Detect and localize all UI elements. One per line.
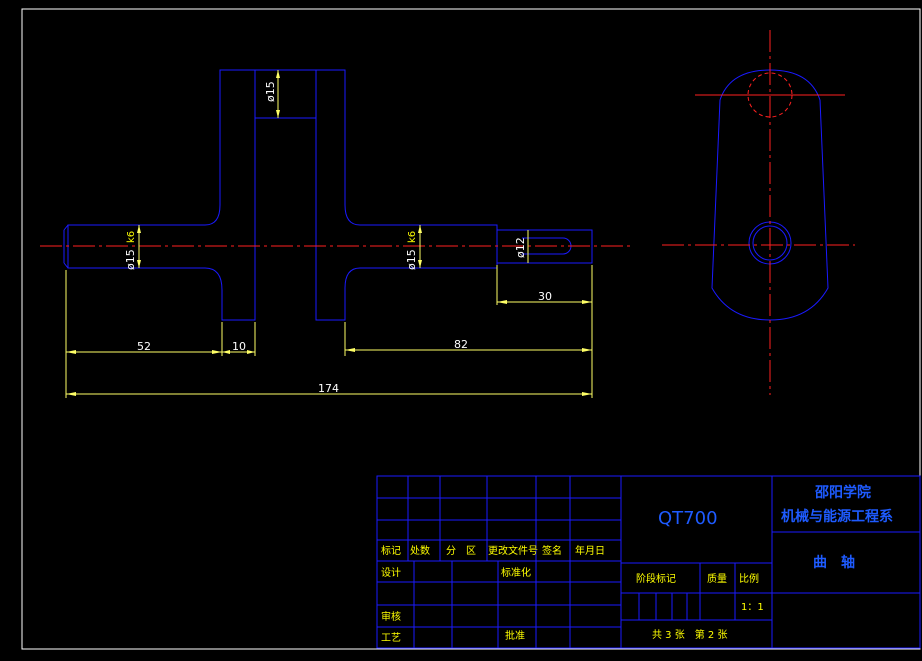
- sheet-count: 共 3 张 第 2 张: [652, 628, 727, 641]
- row-label-3: 更改文件号: [488, 544, 538, 557]
- part-name: 曲 轴: [813, 554, 855, 571]
- school-name: 邵阳学院: [814, 484, 871, 501]
- weight-label: 质量: [707, 573, 727, 585]
- left-chamfer-bottom: [63, 262, 69, 269]
- standardize-label: 标准化: [501, 566, 531, 579]
- dim-dia-left: ø15: [124, 249, 137, 270]
- crank-arm-outline: [711, 69, 829, 321]
- crankshaft-outline: [67, 69, 498, 321]
- process-label: 工艺: [381, 632, 401, 644]
- dim-dia-mid-tol: k6: [407, 231, 418, 243]
- front-view: [63, 69, 593, 321]
- scale-value: 1：1: [741, 602, 764, 613]
- stage-mark-label: 阶段标记: [636, 572, 676, 585]
- dim-10: 10: [232, 340, 246, 353]
- dim-174: 174: [318, 382, 339, 395]
- dim-82: 82: [454, 338, 468, 351]
- dim-30: 30: [538, 290, 552, 303]
- dim-dia-mid: ø15: [405, 249, 418, 270]
- dimension-arrows: [66, 70, 592, 396]
- left-chamfer-top: [63, 224, 69, 231]
- title-block-grid: [376, 475, 921, 649]
- approve-label: 批准: [505, 629, 525, 642]
- department-name: 机械与能源工程系: [781, 508, 893, 525]
- dim-dia-slot: ø12: [514, 237, 527, 258]
- dim-dia-top: ø15: [264, 81, 277, 102]
- design-label: 设计: [381, 566, 401, 579]
- row-label-4: 签名: [542, 544, 562, 557]
- row-label-1: 处数: [410, 544, 430, 557]
- dim-52: 52: [137, 340, 151, 353]
- shaft-bore-inner: [752, 225, 788, 261]
- sheet-border: [21, 8, 921, 650]
- scale-label: 比例: [739, 572, 759, 585]
- review-label: 审核: [381, 610, 401, 623]
- row-label-2: 分 区: [446, 545, 476, 557]
- row-label-5: 年月日: [575, 544, 605, 557]
- material-label: QT700: [658, 508, 718, 529]
- row-label-0: 标记: [381, 545, 401, 557]
- dim-dia-left-tol: k6: [126, 231, 137, 243]
